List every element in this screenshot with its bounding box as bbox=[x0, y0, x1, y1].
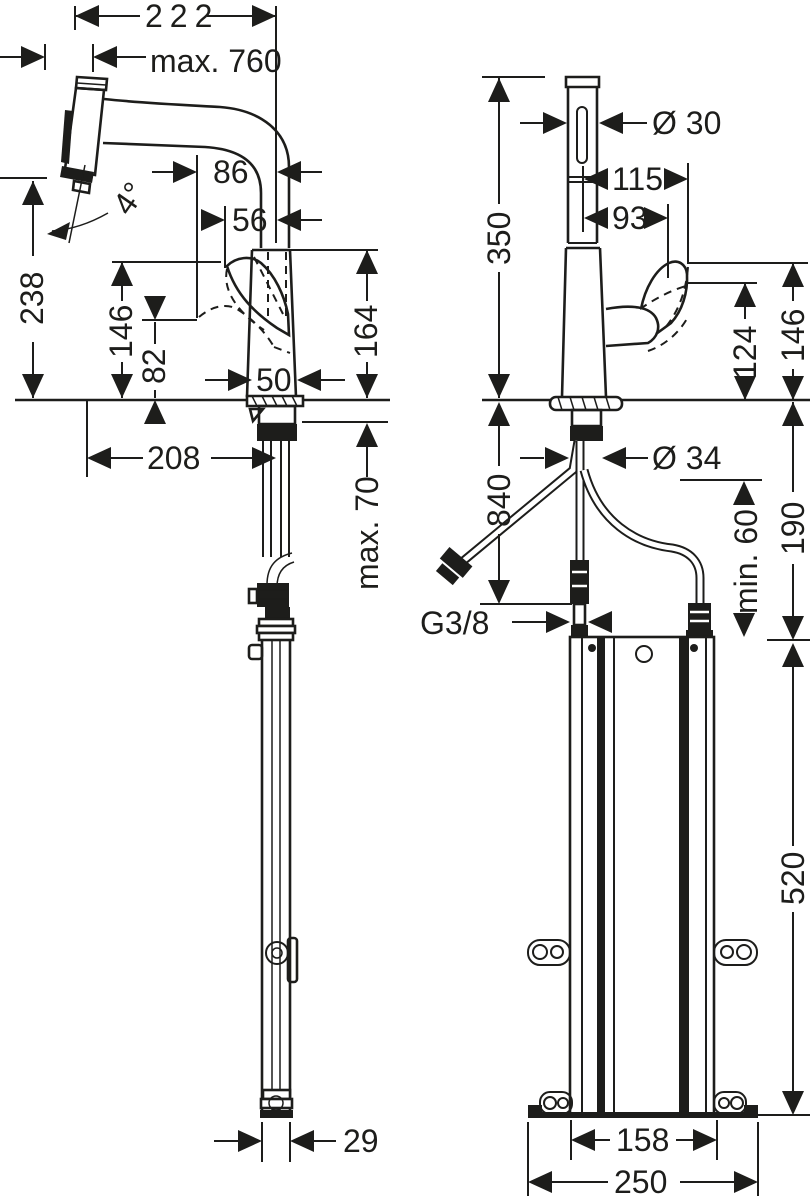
dim-82: 82 bbox=[136, 296, 197, 424]
dim-label-124: 124 bbox=[727, 326, 763, 379]
dim-158: 158 bbox=[570, 1120, 718, 1160]
dim-label-dia30: Ø 30 bbox=[652, 105, 721, 141]
dim-250: 250 bbox=[527, 1122, 759, 1200]
dim-124: 124 bbox=[687, 282, 763, 400]
dim-dia-30: Ø 30 bbox=[520, 105, 721, 141]
dim-208: 208 bbox=[86, 400, 276, 477]
pullout-hose-connector bbox=[435, 547, 473, 586]
spout-column-front bbox=[560, 75, 608, 398]
dim-label-max70: max. 70 bbox=[349, 476, 385, 590]
dim-label-146-front: 146 bbox=[775, 309, 811, 362]
dim-164: 164 bbox=[290, 249, 384, 398]
dim-56: 56 bbox=[201, 202, 322, 268]
base-hardware-front bbox=[548, 395, 624, 441]
spray-head bbox=[60, 75, 109, 195]
dim-label-208: 208 bbox=[147, 440, 200, 476]
dim-86: 86 bbox=[152, 154, 322, 318]
dim-238: 238 bbox=[0, 177, 50, 398]
dim-label-250: 250 bbox=[614, 1164, 667, 1200]
dim-29: 29 bbox=[214, 1122, 379, 1162]
hose-column-side bbox=[247, 640, 299, 1118]
dim-label-g38: G3/8 bbox=[420, 605, 489, 641]
dim-label-dia34: Ø 34 bbox=[652, 440, 721, 476]
clip-left-bottom bbox=[539, 1091, 573, 1115]
dim-label-min60: min. 60 bbox=[728, 509, 764, 614]
dim-190: 190 bbox=[767, 402, 811, 641]
dim-label-238: 238 bbox=[14, 272, 50, 325]
dim-label-146-side: 146 bbox=[103, 305, 139, 358]
dim-115: 115 bbox=[582, 161, 689, 263]
clip-right-mid bbox=[713, 939, 758, 966]
handle-front bbox=[605, 260, 690, 352]
body-side bbox=[198, 248, 298, 398]
clip-left-mid bbox=[527, 939, 571, 966]
dim-label-840: 840 bbox=[481, 474, 517, 527]
clip-right-bottom bbox=[713, 1091, 747, 1115]
dim-label-max760: max. 760 bbox=[150, 43, 282, 79]
dim-520: 520 bbox=[756, 643, 811, 1116]
dim-50: 50 bbox=[205, 362, 345, 398]
dim-label-222: 222 bbox=[145, 0, 219, 34]
dim-g38: G3/8 bbox=[420, 605, 612, 641]
dim-max-70: max. 70 bbox=[302, 421, 388, 590]
dim-350: 350 bbox=[481, 76, 545, 398]
dim-label-190: 190 bbox=[775, 502, 811, 555]
dim-146-front: 146 bbox=[687, 262, 811, 400]
dim-label-29: 29 bbox=[343, 1123, 379, 1159]
dim-label-350: 350 bbox=[481, 212, 517, 265]
dim-label-115: 115 bbox=[612, 161, 663, 197]
dim-label-4deg: 4° bbox=[106, 176, 153, 222]
dim-label-86: 86 bbox=[213, 154, 249, 190]
dim-146-side: 146 bbox=[103, 261, 221, 398]
dim-dia-34: Ø 34 bbox=[520, 440, 721, 476]
spout-side bbox=[102, 97, 291, 316]
dim-840: 840 bbox=[480, 402, 572, 605]
dim-max-760: max. 760 bbox=[0, 43, 282, 79]
mounting-box bbox=[527, 635, 758, 1118]
dim-label-56: 56 bbox=[232, 202, 268, 238]
front-view: Ø 30 115 93 350 124 bbox=[420, 75, 811, 1200]
dim-label-158: 158 bbox=[616, 1122, 669, 1158]
dim-label-164: 164 bbox=[348, 305, 384, 358]
dim-label-93: 93 bbox=[612, 200, 648, 236]
side-view: 222 max. 760 4° bbox=[0, 0, 390, 1162]
dim-label-82: 82 bbox=[136, 348, 172, 384]
dim-label-520: 520 bbox=[775, 852, 811, 905]
dim-222: 222 bbox=[74, 0, 277, 243]
dim-label-50: 50 bbox=[256, 362, 292, 398]
dim-93: 93 bbox=[584, 200, 669, 278]
dim-min-60: min. 60 bbox=[680, 479, 764, 637]
hoses-front bbox=[435, 440, 713, 638]
base-hardware-side bbox=[245, 394, 305, 642]
